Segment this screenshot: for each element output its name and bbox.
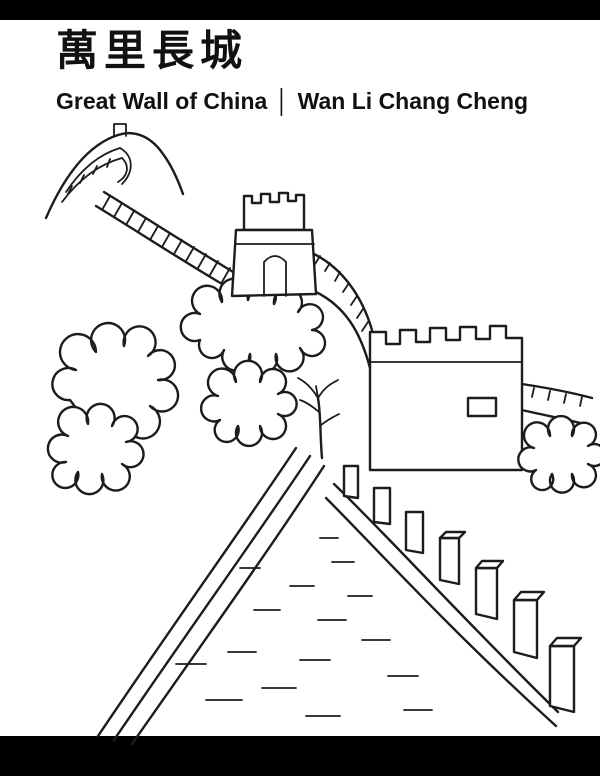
- tower-window: [466, 396, 498, 418]
- subtitle-separator: │: [275, 88, 290, 114]
- bottom-black-bar: [0, 736, 600, 776]
- center-bushes: [179, 277, 327, 375]
- bare-tree: [297, 377, 340, 460]
- subtitle-pinyin: Wan Li Chang Cheng: [297, 88, 529, 114]
- right-watchtower: [368, 324, 524, 472]
- subtitle: Great Wall of China │ Wan Li Chang Cheng: [56, 88, 580, 115]
- parapet-merlons: [342, 464, 583, 714]
- right-bush: [517, 414, 600, 494]
- top-black-bar: [0, 0, 600, 20]
- foreground-walkway: [96, 446, 583, 746]
- left-bushes: [46, 321, 298, 496]
- page-header: 萬里長城 Great Wall of China │ Wan Li Chang Ch…: [56, 30, 580, 115]
- subtitle-english: Great Wall of China: [56, 88, 268, 114]
- title-chinese: 萬里長城: [56, 27, 249, 74]
- distant-mountain-wall: [44, 123, 185, 220]
- middle-wall-band: [312, 252, 374, 370]
- stone-dashes: [175, 537, 433, 717]
- middle-watchtower: [230, 191, 318, 298]
